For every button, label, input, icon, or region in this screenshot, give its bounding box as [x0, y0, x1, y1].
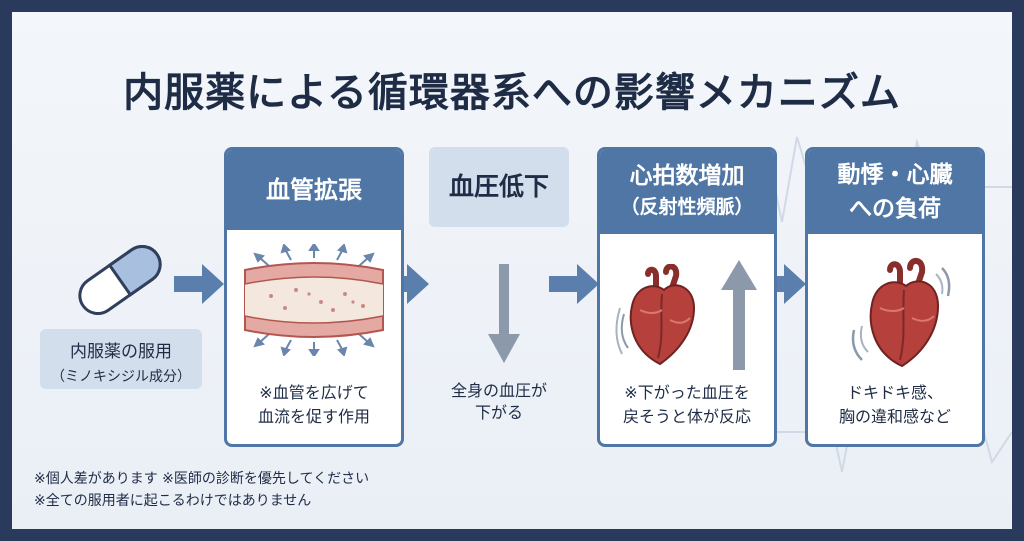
card-caption: 戻そうと体が反応: [622, 407, 751, 426]
card-palpitation: 動悸・心臓 への負荷 ドキドキ感、 胸の違和感など: [805, 147, 985, 447]
dilated-vessel-icon: [244, 244, 384, 356]
arrow-up-icon: [721, 260, 757, 370]
card-heading-line2: （反射性頻脈）: [620, 196, 754, 218]
footnotes: ※個人差があります ※医師の診断を優先してください ※全ての服用者に起こるわけで…: [34, 468, 369, 512]
infographic-canvas: 内服薬による循環器系への影響メカニズム 内服薬の服用 （ミノキシジル成分） 血管…: [12, 12, 1012, 529]
card-caption: ドキドキ感、: [846, 383, 943, 402]
card-heading-line1: 動悸・心臓: [837, 162, 953, 188]
arrow-right-icon: [174, 264, 224, 304]
card-heading-line2: への負荷: [849, 196, 941, 222]
arrow-right-icon: [756, 264, 806, 304]
card-caption: 胸の違和感など: [838, 407, 951, 426]
dose-box: 内服薬の服用 （ミノキシジル成分）: [40, 329, 202, 389]
card-heading: 心拍数増加 （反射性頻脈）: [600, 150, 774, 234]
card-heart-rate: 心拍数増加 （反射性頻脈） ※下がった血圧を 戻そうと体が反応: [597, 147, 777, 447]
heart-icon: [615, 264, 696, 366]
arrow-right-icon: [379, 264, 429, 304]
page-title: 内服薬による循環器系への影響メカニズム: [123, 70, 901, 116]
dose-label: 内服薬の服用: [70, 342, 172, 362]
card-caption: 血流を促す作用: [257, 407, 370, 426]
footnote-line: ※全ての服用者に起こるわけではありません: [34, 493, 312, 509]
card-caption: ※血管を広げて: [259, 383, 369, 402]
arrow-down-icon: [488, 264, 520, 363]
stage-label-bp-drop: 血圧低下: [429, 147, 569, 227]
stage-caption: 全身の血圧が 下がる: [427, 380, 571, 424]
card-heading: 血管拡張: [227, 150, 401, 230]
heart-icon: [851, 258, 951, 368]
capsule-icon: [78, 245, 162, 315]
card-caption: ※下がった血圧を: [624, 383, 750, 402]
arrow-right-icon: [549, 264, 599, 304]
caption-line: 下がる: [474, 403, 523, 422]
caption-line: 全身の血圧が: [450, 381, 547, 400]
card-vasodilation: 血管拡張 ※血管を広げて: [224, 147, 404, 447]
dose-ingredient: （ミノキシジル成分）: [51, 369, 191, 385]
card-heading: 動悸・心臓 への負荷: [808, 150, 982, 234]
footnote-line: ※個人差があります ※医師の診断を優先してください: [34, 471, 370, 487]
card-heading-line1: 心拍数増加: [629, 163, 745, 189]
